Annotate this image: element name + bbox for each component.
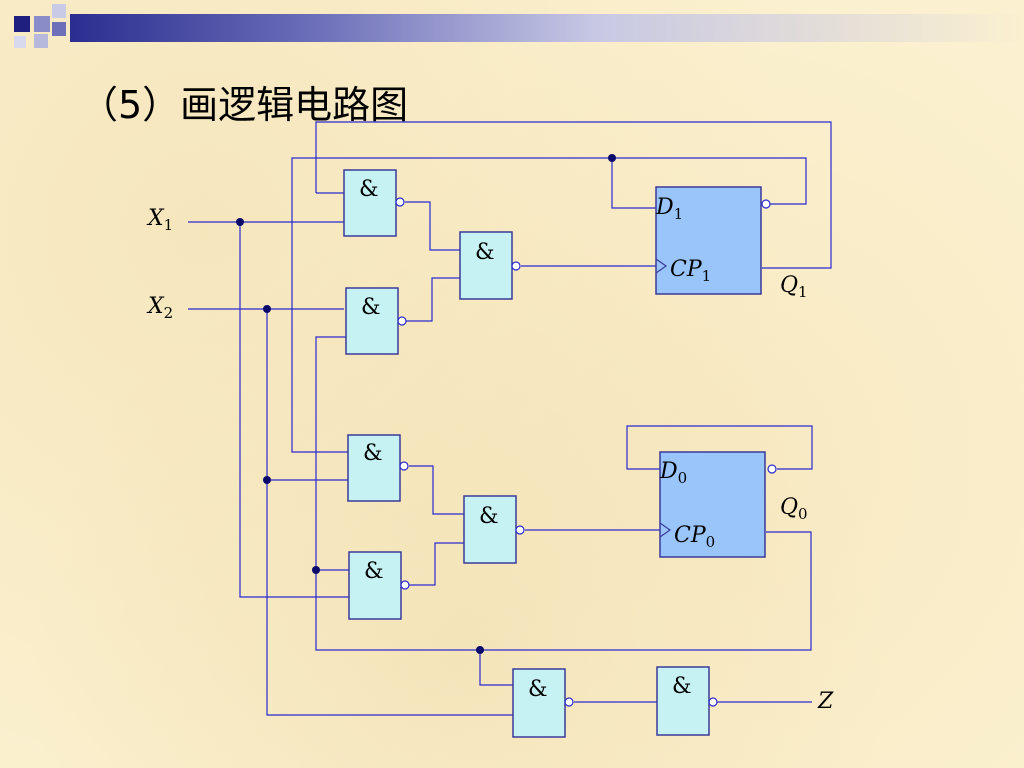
nand-gate-4: & [347,434,409,502]
d-flipflop-0: D0 CP0 [659,451,777,558]
nand-gate-5: & [348,551,410,620]
ff1-cp-label: CP1 [670,257,711,285]
input-label-x1: X1 [146,206,173,234]
nand-gate-1: & [343,169,405,237]
nand-gate-2: & [345,287,407,355]
svg-text:&: & [359,177,379,202]
ff1-d-label: D1 [655,195,683,223]
svg-text:&: & [528,677,548,702]
svg-text:&: & [479,504,499,529]
input-label-x2: X2 [146,294,173,322]
slide-title: （5）画逻辑电路图 [80,83,409,127]
junctions [236,154,616,654]
header-bar [70,14,1024,42]
output-label-z: Z [817,689,834,714]
ff0-cp-label: CP0 [674,523,715,551]
d-flipflop-1: D1 CP1 [655,186,771,295]
nand-gate-6: & [463,495,525,564]
svg-text:&: & [361,295,381,320]
svg-text:&: & [672,674,692,699]
output-label-q1: Q1 [780,273,808,301]
nand-gate-7: & [512,668,574,738]
nand-gate-3: & [459,231,521,300]
svg-text:&: & [475,240,495,265]
output-label-q0: Q0 [780,495,808,523]
nand-gate-8: & [656,666,718,736]
ff0-d-label: D0 [659,459,687,487]
svg-text:&: & [363,441,383,466]
corner-decoration [0,0,80,60]
corner-squares-icon [14,4,66,48]
svg-text:&: & [364,559,384,584]
